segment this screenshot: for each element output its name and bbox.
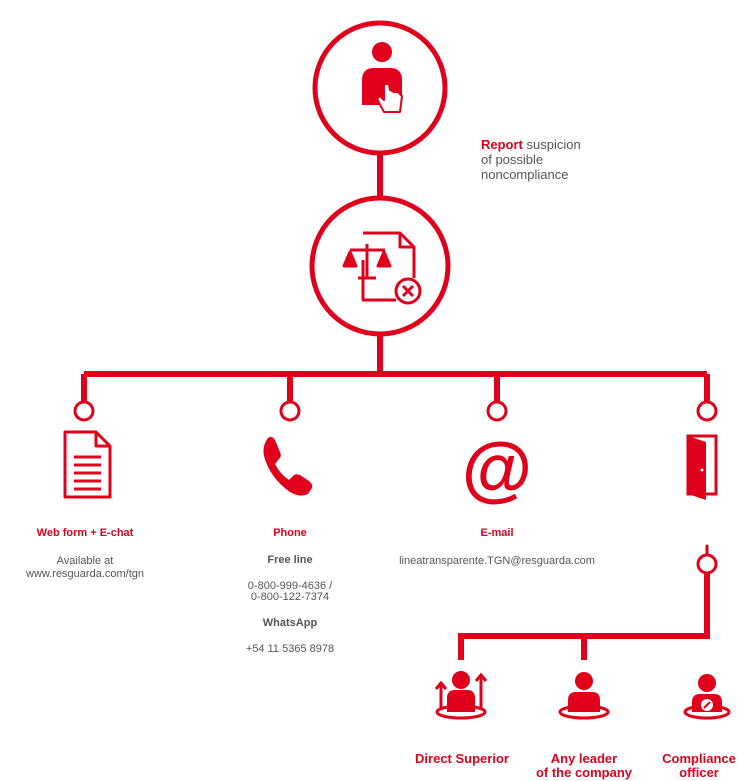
web-url-link[interactable]: www.resguarda.com/tgn [26, 568, 144, 580]
whatsapp-number: +54 11 5365 8978 [245, 643, 335, 655]
direct-superior-label: Direct Superior [400, 752, 524, 766]
report-rest-2: of possible [481, 152, 544, 167]
channel-node-4 [696, 400, 718, 422]
free-line-number-2: 0-800-122-7374 [250, 591, 330, 603]
any-leader-line1: Any leader [550, 751, 618, 766]
direct-superior-line1: Direct Superior [415, 751, 509, 766]
compliance-line2: officer [679, 765, 719, 780]
document-icon [63, 430, 112, 499]
report-keyword: Report [481, 137, 523, 152]
web-available-label: Available at [56, 555, 114, 567]
scales-document-reject-icon [342, 231, 422, 305]
channel-title-web: Web form + E-chat [36, 527, 134, 539]
channel-node-1 [73, 400, 95, 422]
svg-text:@: @ [462, 429, 532, 509]
compliance-officer-label: Compliance officer [654, 752, 744, 780]
any-leader-label: Any leader of the company [524, 752, 644, 780]
channel-title-phone: Phone [273, 527, 307, 539]
whatsapp-label: WhatsApp [262, 617, 318, 629]
phone-icon [263, 436, 313, 496]
free-line-number-1: 0-800-999-4636 / [247, 580, 333, 592]
email-address-link[interactable]: lineatransparente.TGN@resguarda.com [399, 555, 595, 567]
superior-person-icon [434, 671, 488, 720]
channel-node-2 [279, 400, 301, 422]
report-rest-3: noncompliance [481, 167, 569, 182]
at-sign-icon: @ [462, 429, 532, 509]
channel-node-3 [486, 400, 508, 422]
channel-title-email: E-mail [480, 527, 514, 539]
free-line-label: Free line [267, 554, 313, 566]
door-node [696, 553, 718, 575]
compliance-officer-icon [683, 674, 731, 720]
report-rest-1: suspicion [522, 137, 581, 152]
any-leader-line2: of the company [535, 765, 633, 780]
person-pointing-icon [362, 42, 403, 113]
open-door-icon [686, 434, 718, 500]
leader-person-icon [558, 672, 610, 720]
compliance-line1: Compliance [662, 751, 736, 766]
report-step-text: Report suspicion of possible noncomplian… [481, 137, 581, 182]
